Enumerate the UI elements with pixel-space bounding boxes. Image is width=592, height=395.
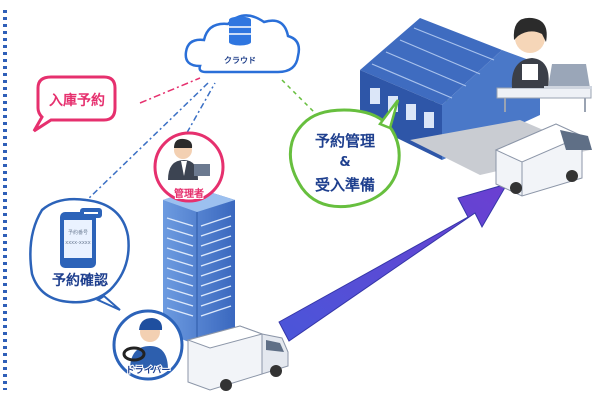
warehouse: [360, 18, 590, 175]
warehouse-door: [388, 96, 398, 112]
cloud-label: クラウド: [224, 55, 256, 65]
cloud-database-icon: [184, 14, 301, 74]
warehouse-door: [424, 112, 434, 128]
delivery-arrow: [278, 183, 509, 342]
phone-line1: 予約番号: [68, 229, 88, 236]
office-worker-illustration: [496, 17, 592, 112]
reservation-label: 入庫予約: [49, 92, 105, 109]
warehouse-door: [370, 88, 380, 104]
confirm-label: 予約確認: [52, 272, 108, 289]
mgmt-line1: 予約管理: [315, 132, 375, 150]
link-cloud-phone: [84, 82, 209, 203]
smartphone-icon: [60, 208, 102, 268]
manager-label: 管理者: [174, 187, 204, 200]
mgmt-line3: 受入準備: [315, 176, 375, 194]
mgmt-line2: &: [339, 155, 350, 170]
link-cloud-mgmt: [281, 79, 323, 121]
phone-line2: xxxx-xxxx: [65, 240, 91, 246]
link-manager-cloud: [179, 82, 216, 146]
delivery-truck: [494, 123, 592, 197]
manager-avatar-icon: [153, 131, 225, 203]
driver-label: ドライバー: [126, 365, 171, 376]
link-reservation-cloud: [139, 77, 201, 104]
driver-avatar-icon: [112, 309, 184, 381]
small-truck: [186, 325, 289, 391]
warehouse-door: [406, 104, 416, 120]
management-bubble: [288, 99, 401, 209]
reservation-bubble: [32, 75, 117, 133]
